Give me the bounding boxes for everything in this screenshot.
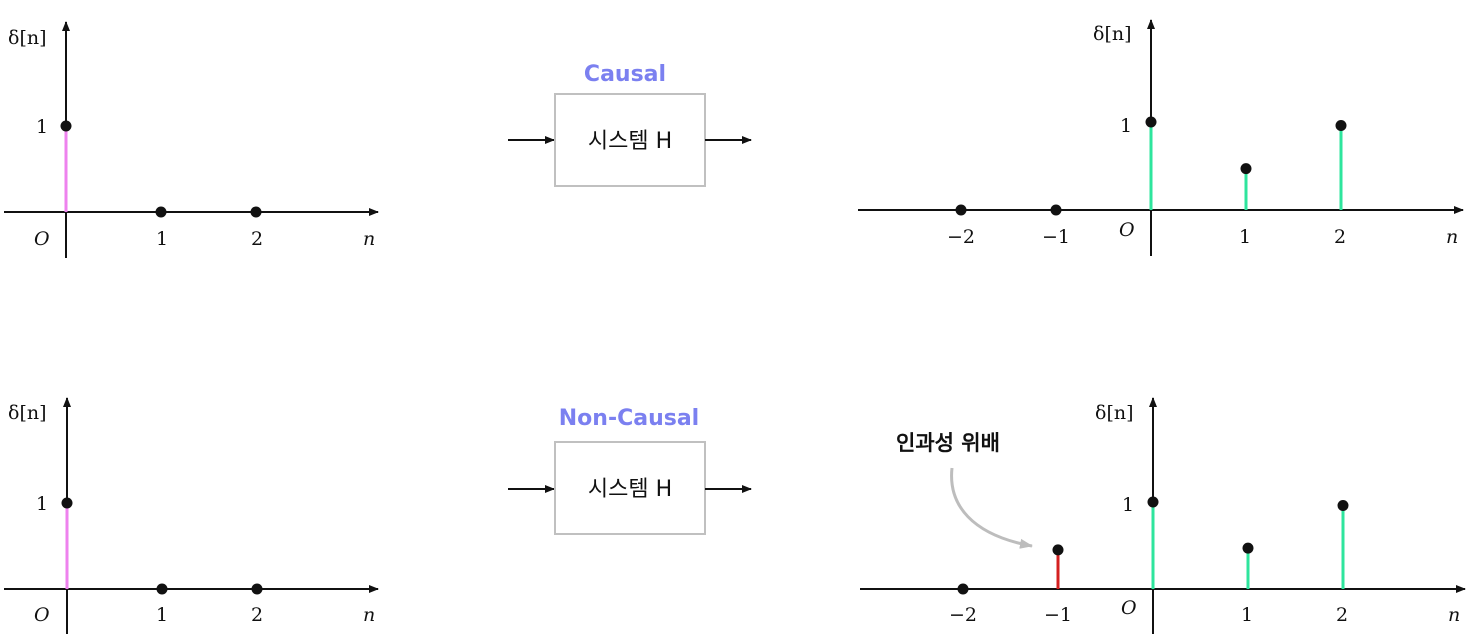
origin-label: O [34, 228, 50, 250]
x-tick-label: 2 [251, 228, 263, 250]
sample-point [61, 497, 73, 509]
system-box [554, 93, 706, 187]
x-tick-label: −2 [949, 604, 977, 626]
annotation-arrow [950, 467, 1033, 549]
sample-point [1145, 116, 1157, 128]
x-tick-label: 1 [156, 228, 168, 250]
x-tick-label: 2 [1334, 226, 1346, 248]
x-tick-label: 2 [251, 604, 263, 626]
sample-point [1050, 204, 1062, 216]
y-tick-label-1: 1 [36, 116, 48, 138]
sample-point [957, 583, 969, 595]
sample-point [60, 120, 72, 132]
sample-point [1147, 496, 1159, 508]
causality-violation-label: 인과성 위배 [896, 431, 1000, 455]
y-axis-label: δ[n] [1095, 402, 1134, 424]
x-axis-label: n [1448, 604, 1460, 626]
sample-point [1052, 544, 1064, 556]
row-title-causal: Causal [584, 62, 666, 87]
origin-label: O [1119, 219, 1135, 241]
x-tick-label: 1 [1239, 226, 1251, 248]
row-non-causal: δ[n] n O 1 1 2 Non-Causal 시스템 H δ[n] n O… [4, 397, 1466, 634]
system-label: 시스템 H [588, 129, 672, 154]
sample-point [156, 583, 168, 595]
y-tick-label-1: 1 [1120, 115, 1132, 137]
output-plot-non-causal: δ[n] n O 1 −2 −1 1 2 [860, 397, 1466, 634]
sample-point [955, 204, 967, 216]
sample-point [1240, 163, 1252, 175]
x-axis-label: n [363, 604, 375, 626]
origin-label: O [1121, 597, 1137, 619]
x-axis-label: n [1446, 226, 1458, 248]
x-tick-label: 1 [156, 604, 168, 626]
y-axis-label: δ[n] [1093, 23, 1132, 45]
input-plot-causal: δ[n] n O 1 1 2 [4, 21, 379, 258]
y-tick-label-1: 1 [36, 493, 48, 515]
x-axis-label: n [363, 228, 375, 250]
y-axis-label: δ[n] [8, 402, 47, 424]
row-title-non-causal: Non-Causal [559, 406, 699, 431]
sample-point [155, 206, 167, 218]
y-axis-label: δ[n] [8, 27, 47, 49]
origin-label: O [34, 604, 50, 626]
x-tick-label: 1 [1241, 604, 1253, 626]
system-label: 시스템 H [588, 477, 672, 502]
sample-point [1337, 499, 1349, 511]
input-plot-non-causal: δ[n] n O 1 1 2 [4, 397, 379, 634]
y-tick-label-1: 1 [1122, 494, 1134, 516]
sample-point [251, 583, 263, 595]
x-tick-label: −1 [1044, 604, 1072, 626]
sample-point [1242, 542, 1254, 554]
x-tick-label: −2 [947, 226, 975, 248]
output-plot-causal: δ[n] n O 1 −2 −1 1 2 [858, 19, 1464, 256]
row-causal: δ[n] n O 1 1 2 Causal 시스템 H δ[n] n O 1 −… [4, 19, 1464, 258]
sample-point [1335, 120, 1347, 132]
x-tick-label: 2 [1336, 604, 1348, 626]
sample-point [250, 206, 262, 218]
x-tick-label: −1 [1042, 226, 1070, 248]
